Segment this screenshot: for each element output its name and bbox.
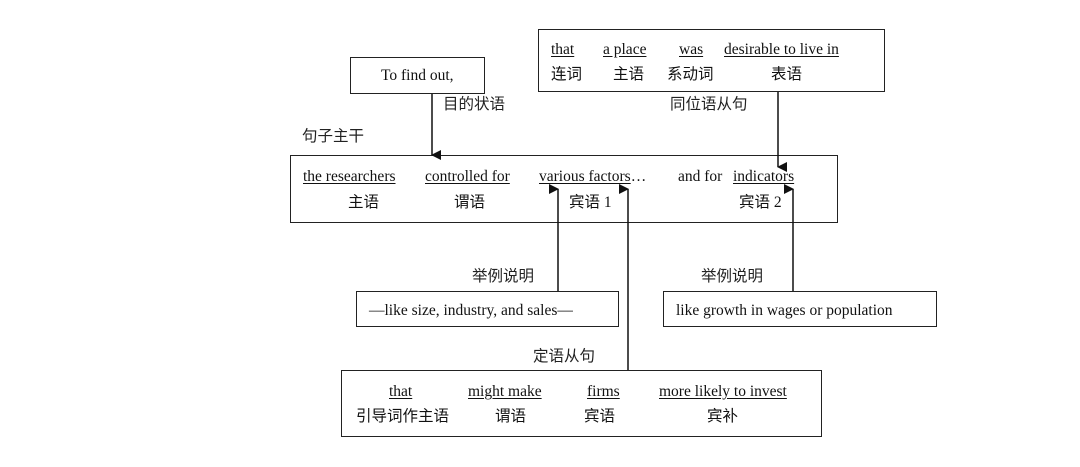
main-clause-title: 句子主干: [302, 128, 365, 145]
appositive-word-predicative: desirable to live in: [724, 41, 839, 58]
relative-clause-box: that might make firms more likely to inv…: [341, 370, 822, 437]
main-object1-ellipsis: …: [630, 168, 647, 185]
example1-box: —like size, industry, and sales—: [356, 291, 619, 327]
appositive-word-that: that: [551, 41, 575, 58]
main-object1-role: 宾语 1: [569, 194, 612, 211]
relative-word-might-make: might make: [468, 383, 542, 400]
appositive-role-linking-verb: 系动词: [667, 66, 714, 83]
appositive-word-was: was: [679, 41, 704, 58]
main-object1-group: various factors…: [539, 168, 646, 186]
example2-box: like growth in wages or population: [663, 291, 937, 327]
relative-role-complement: 宾补: [707, 408, 739, 425]
main-object2: indicators: [733, 168, 795, 185]
relative-role-object: 宾语: [584, 408, 616, 425]
appositive-role-subject: 主语: [613, 66, 645, 83]
relative-clause-label: 定语从句: [533, 348, 596, 365]
appositive-role-predicative: 表语: [771, 66, 803, 83]
main-verb: controlled for: [425, 168, 510, 185]
relative-role-predicate: 谓语: [495, 408, 527, 425]
example2-text: like growth in wages or population: [676, 302, 893, 319]
example1-text: —like size, industry, and sales—: [369, 302, 573, 319]
example2-label: 举例说明: [701, 268, 764, 285]
appositive-word-a-place: a place: [603, 41, 647, 58]
relative-word-complement: more likely to invest: [659, 383, 787, 400]
appositive-role-conjunction: 连词: [551, 66, 583, 83]
relative-role-subject: 引导词作主语: [356, 408, 450, 425]
relative-word-firms: firms: [587, 383, 620, 400]
purpose-box: To find out,: [350, 57, 485, 94]
main-subject: the researchers: [303, 168, 396, 185]
purpose-text: To find out,: [381, 67, 454, 84]
purpose-label: 目的状语: [443, 96, 506, 113]
example1-label: 举例说明: [472, 268, 535, 285]
main-clause-box: the researchers controlled for various f…: [290, 155, 838, 223]
appositive-label: 同位语从句: [670, 96, 748, 113]
main-object1: various factors: [539, 168, 631, 185]
appositive-box: that a place was desirable to live in 连词…: [538, 29, 885, 92]
main-connector: and for: [678, 168, 723, 185]
main-object2-role: 宾语 2: [739, 194, 782, 211]
relative-word-that: that: [389, 383, 413, 400]
main-subject-role: 主语: [348, 194, 380, 211]
main-verb-role: 谓语: [454, 194, 486, 211]
